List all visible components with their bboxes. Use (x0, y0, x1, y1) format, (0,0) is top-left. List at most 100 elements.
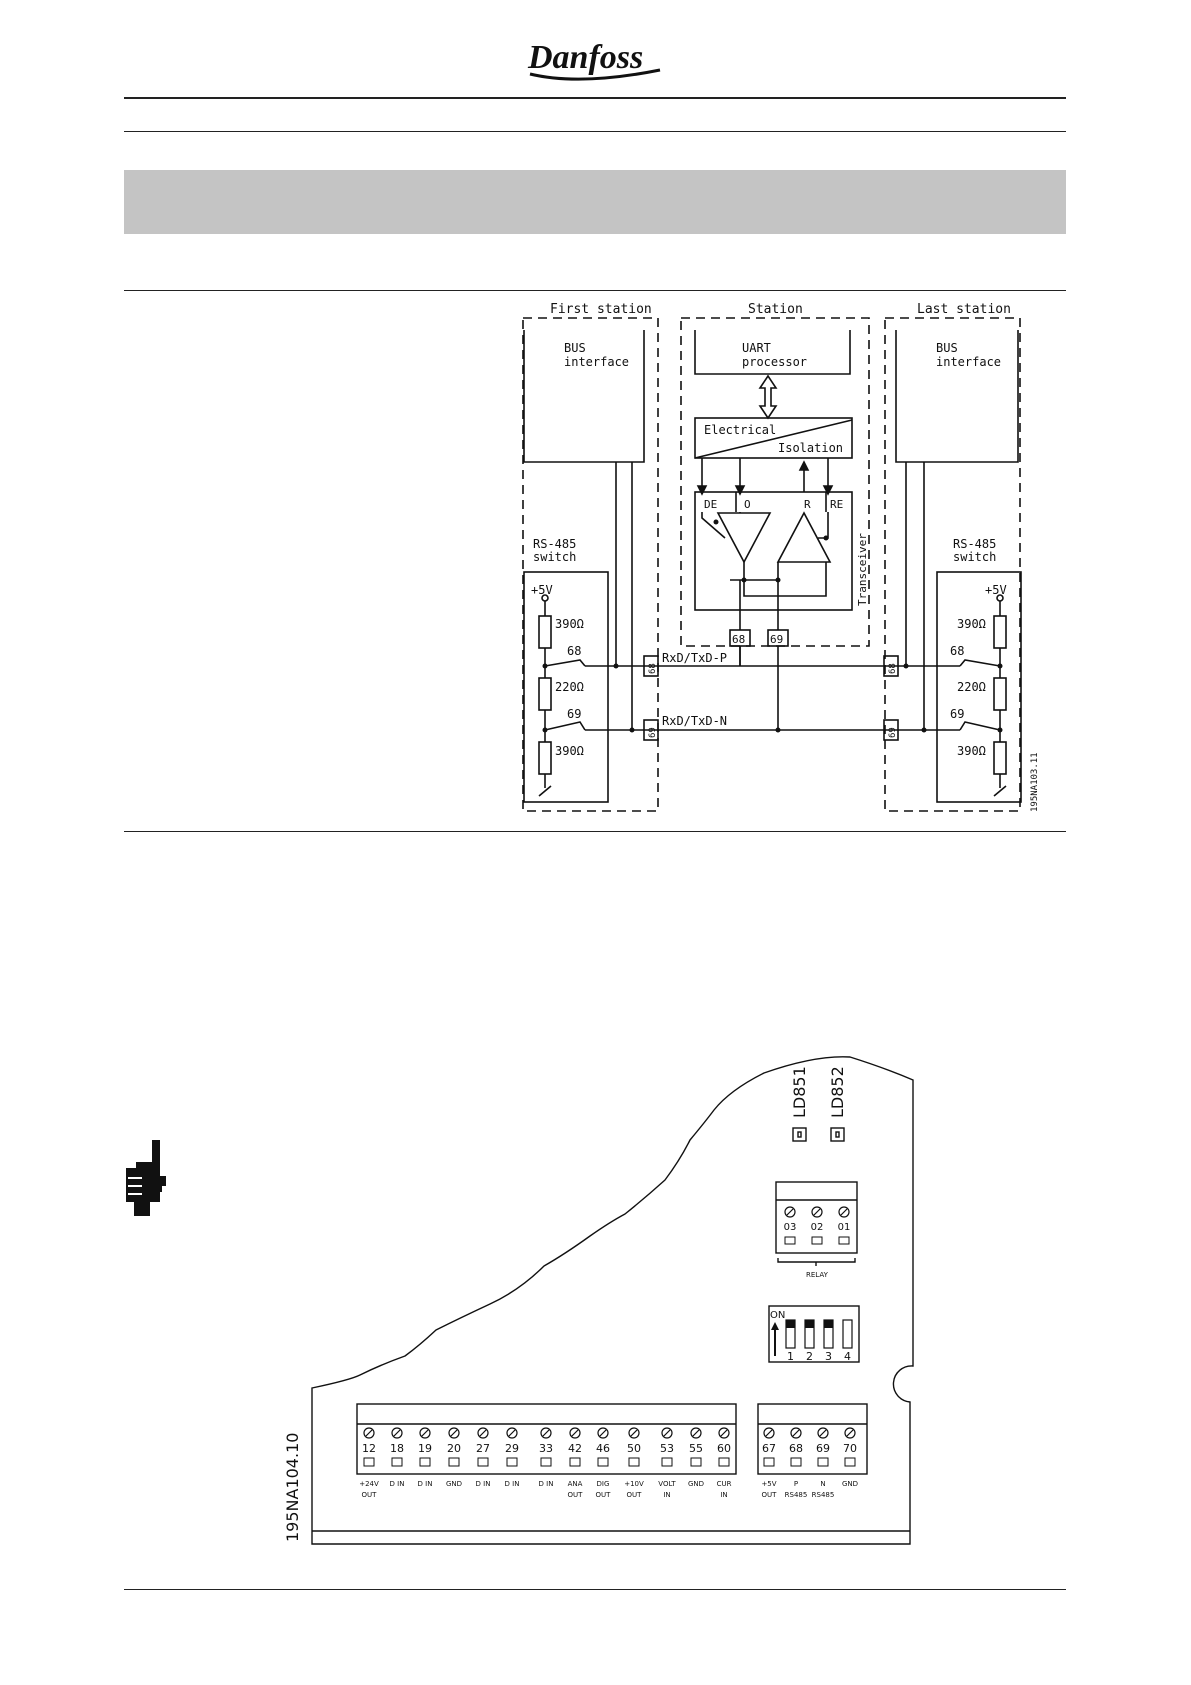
main-terminal-42: 42 (568, 1442, 582, 1455)
first-station-box (522, 317, 659, 812)
main-terminal-55: 55 (689, 1442, 703, 1455)
bus-terminal-69: 69 (816, 1442, 830, 1455)
main-terminal-27: 27 (476, 1442, 490, 1455)
relay-terminal-03: 03 (784, 1222, 797, 1233)
main-pad-20 (448, 1457, 460, 1467)
label-390-1a: 390Ω (555, 617, 584, 631)
main-terminal-block (356, 1403, 737, 1475)
label-switch-2: switch (953, 550, 996, 564)
label-5v-2: +5V (985, 583, 1007, 597)
bus-func-70: GND (842, 1480, 858, 1488)
danfoss-logo: Danfoss (527, 39, 661, 81)
main-terminal-60: 60 (717, 1442, 731, 1455)
dip-switch (768, 1305, 860, 1363)
relay-screw-03 (784, 1206, 796, 1218)
main-pad-42 (569, 1457, 581, 1467)
main-pad-60 (718, 1457, 730, 1467)
dip-switch-4 (842, 1319, 853, 1349)
dip-number-1: 1 (787, 1350, 794, 1363)
label-tb68-1: 68 (648, 663, 658, 674)
main-terminal-33: 33 (539, 1442, 553, 1455)
main-screw-46 (597, 1427, 609, 1439)
main-terminal-19: 19 (418, 1442, 432, 1455)
bus-func-68: P (794, 1480, 798, 1488)
last-bus-interface (895, 330, 1019, 463)
main-func-55: GND (688, 1480, 704, 1488)
label-interface-2: interface (936, 355, 1001, 369)
relay-pad-03 (784, 1236, 796, 1245)
label-switch-1: switch (533, 550, 576, 564)
bus-pad-67 (763, 1457, 775, 1467)
main-terminal-18: 18 (390, 1442, 404, 1455)
label-o: O (744, 498, 751, 511)
bus-pad-70 (844, 1457, 856, 1467)
bus-pad-69 (817, 1457, 829, 1467)
label-5v-1: +5V (531, 583, 553, 597)
main-screw-60 (718, 1427, 730, 1439)
label-390-2b: 390Ω (957, 744, 986, 758)
label-isolation: Isolation (778, 441, 843, 455)
main-func2-60: IN (720, 1491, 727, 1499)
main-func-46: DIG (597, 1480, 610, 1488)
main-screw-33 (540, 1427, 552, 1439)
relay-screw-02 (811, 1206, 823, 1218)
main-func2-46: OUT (596, 1491, 612, 1499)
header-rule-top (124, 97, 1066, 99)
led-ld852 (830, 1127, 845, 1142)
figure-ref-1: 195NA103.11 (1030, 752, 1040, 812)
electrical-isolation (694, 417, 853, 459)
main-func-53: VOLT (658, 1480, 676, 1488)
first-rs485-switch (523, 571, 609, 803)
label-r: R (804, 498, 811, 511)
label-st68: 68 (732, 633, 745, 646)
label-tb69-1: 69 (648, 727, 658, 738)
main-pad-55 (690, 1457, 702, 1467)
main-screw-55 (690, 1427, 702, 1439)
main-func-18: D IN (390, 1480, 405, 1488)
note-hand-icon (126, 1140, 166, 1216)
bus-func2-68: RS485 (785, 1491, 808, 1499)
main-func-60: CUR (717, 1480, 732, 1488)
main-pad-27 (477, 1457, 489, 1467)
last-rs485-switch (936, 571, 1022, 803)
main-screw-20 (448, 1427, 460, 1439)
header-rule-bottom (124, 131, 1066, 132)
label-first-station: First station (550, 302, 652, 317)
figure-rule-bottom (124, 831, 1066, 832)
main-terminal-46: 46 (596, 1442, 610, 1455)
dip-switch-knob-1 (786, 1320, 795, 1328)
label-390-2a: 390Ω (957, 617, 986, 631)
label-st69: 69 (770, 633, 783, 646)
main-pad-12 (363, 1457, 375, 1467)
main-screw-27 (477, 1427, 489, 1439)
label-re: RE (830, 498, 843, 511)
middle-station-box (680, 317, 870, 647)
main-func-20: GND (446, 1480, 462, 1488)
main-pad-50 (628, 1457, 640, 1467)
uart-processor (694, 330, 851, 375)
bus-terminal-block (757, 1403, 868, 1475)
main-pad-18 (391, 1457, 403, 1467)
label-rxd-p: RxD/TxD-P (662, 651, 727, 665)
dip-number-4: 4 (844, 1350, 851, 1363)
label-rxd-n: RxD/TxD-N (662, 714, 727, 728)
bus-terminal-70: 70 (843, 1442, 857, 1455)
figure-ref-2: 195NA104.10 (283, 1433, 302, 1542)
rs485-bus-diagram: First station Station Last station BUS i… (522, 302, 1040, 812)
label-relay: RELAY (806, 1271, 829, 1279)
main-func2-53: IN (663, 1491, 670, 1499)
bus-screw-70 (844, 1427, 856, 1439)
label-de: DE (704, 498, 717, 511)
bus-func-69: N (820, 1480, 825, 1488)
main-func-12: +24V (359, 1480, 379, 1488)
relay-terminal-01: 01 (838, 1222, 851, 1233)
label-electrical: Electrical (704, 423, 776, 437)
main-screw-50 (628, 1427, 640, 1439)
dip-switch-knob-2 (805, 1320, 814, 1328)
label-station: Station (748, 302, 803, 317)
dip-number-3: 3 (825, 1350, 832, 1363)
main-func-42: ANA (568, 1480, 583, 1488)
main-pad-46 (597, 1457, 609, 1467)
bus-terminal-68: 68 (789, 1442, 803, 1455)
